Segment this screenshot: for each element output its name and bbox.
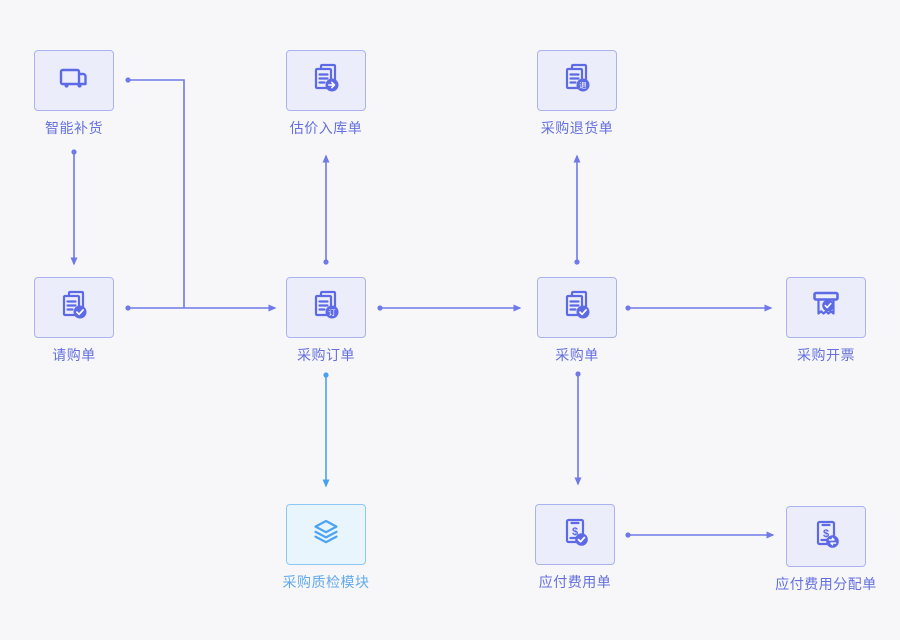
connector-dot: [323, 259, 329, 265]
connector-dot: [625, 532, 631, 538]
node-label: 采购订单: [297, 347, 355, 363]
connector-dot: [125, 77, 131, 83]
connector-dot: [125, 305, 131, 311]
connector-dot: [377, 305, 383, 311]
document-order-icon: 订: [306, 285, 346, 330]
layers-icon: [306, 512, 346, 557]
node-payable-expense[interactable]: $ 应付费用单: [535, 504, 615, 590]
node-label: 采购退货单: [540, 120, 614, 136]
invoice-check-icon: [806, 285, 846, 330]
node-quality-module[interactable]: 采购质检模块: [283, 504, 369, 590]
node-purchase-doc[interactable]: 采购单: [537, 277, 617, 363]
document-check-icon: [54, 285, 94, 330]
connector-dot: [574, 259, 580, 265]
node-requisition[interactable]: 请购单: [34, 277, 114, 363]
node-label: 估价入库单: [289, 120, 363, 136]
node-label: 采购开票: [797, 347, 855, 363]
badge-glyph: 订: [328, 307, 336, 317]
node-label: 应付费用单: [538, 574, 612, 590]
node-purchase-invoice[interactable]: 采购开票: [786, 277, 866, 363]
connector-dot: [575, 371, 581, 377]
document-return-icon: 退: [557, 58, 597, 103]
bill-check-icon: $: [555, 512, 595, 557]
connector-dot: [625, 305, 631, 311]
node-payable-allocation[interactable]: $ 应付费用分配单: [775, 506, 876, 592]
node-valuation-inbound[interactable]: 估价入库单: [286, 50, 366, 136]
document-arrow-icon: [306, 58, 346, 103]
badge-glyph: 退: [579, 81, 587, 90]
connector-dot: [71, 149, 77, 155]
connector-dot: [323, 372, 329, 378]
node-label: 请购单: [52, 347, 96, 363]
node-purchase-return[interactable]: 退 采购退货单: [537, 50, 617, 136]
bill-transfer-icon: $: [806, 514, 846, 559]
node-smart-replenish[interactable]: 智能补货: [34, 50, 114, 136]
node-label: 智能补货: [45, 120, 103, 136]
document-check-icon: [557, 285, 597, 330]
svg-text:$: $: [572, 526, 578, 538]
node-purchase-order[interactable]: 订 采购订单: [286, 277, 366, 363]
truck-icon: [54, 58, 94, 103]
node-label: 应付费用分配单: [775, 576, 877, 592]
connector-replenish-to-order: [128, 79, 185, 308]
svg-text:$: $: [823, 528, 829, 540]
node-label: 采购质检模块: [282, 574, 370, 590]
node-label: 采购单: [555, 347, 599, 363]
